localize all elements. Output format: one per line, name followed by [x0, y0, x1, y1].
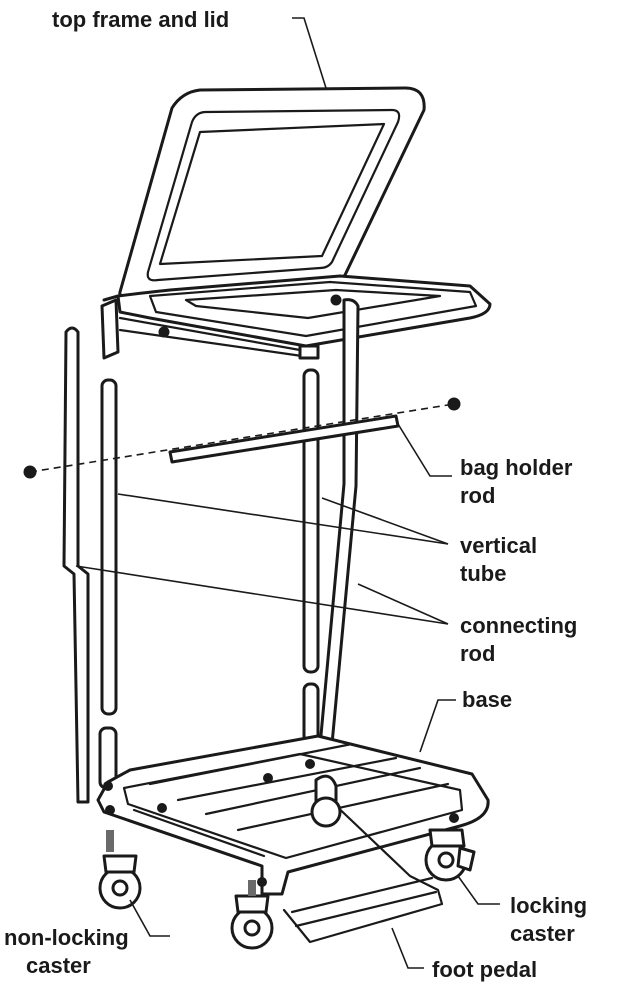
caster-rear [310, 796, 342, 828]
non-locking-caster-left [98, 805, 142, 910]
label-top-frame-and-lid: top frame and lid [52, 7, 230, 32]
label-locking-caster-line2: caster [510, 921, 575, 946]
label-locking-caster-line1: locking [510, 893, 588, 918]
label-non-locking-caster-line1: non-locking [4, 925, 129, 950]
bag-holder-rod [23, 397, 461, 479]
label-connecting-rod-line1: connecting [460, 613, 578, 638]
base-frame [96, 734, 490, 896]
label-bag-holder-rod-line1: bag holder [460, 455, 573, 480]
label-base: base [462, 687, 513, 712]
label-vertical-tube-line1: vertical [460, 533, 538, 558]
label-non-locking-caster-line2: caster [26, 953, 91, 978]
vertical-tubes [100, 368, 320, 716]
label-foot-pedal: foot pedal [432, 957, 538, 982]
label-vertical-tube-line2: tube [460, 561, 507, 586]
label-bag-holder-rod-line2: rod [460, 483, 496, 508]
label-connecting-rod-line2: rod [460, 641, 496, 666]
locking-caster-right [424, 828, 476, 882]
lid [118, 86, 426, 300]
top-frame [100, 274, 492, 360]
leader-lines [75, 17, 500, 969]
connecting-rods [62, 298, 360, 804]
non-locking-caster-front [230, 880, 274, 950]
